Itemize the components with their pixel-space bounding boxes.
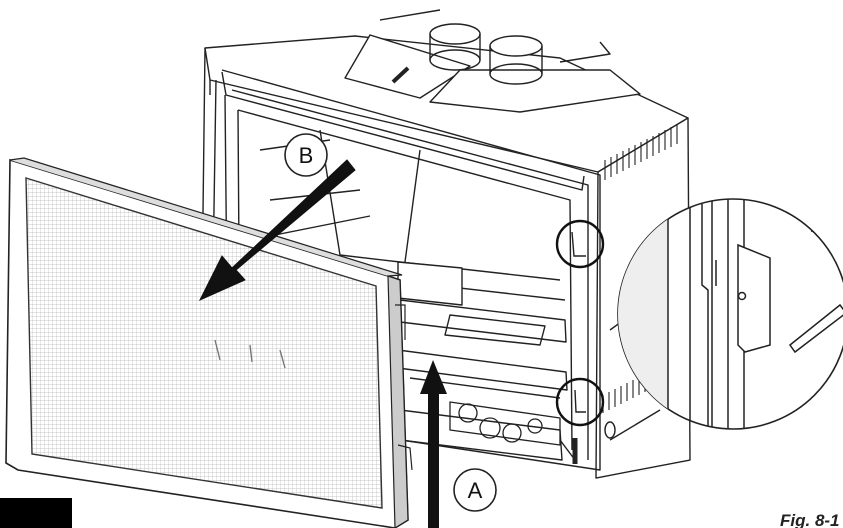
callout-b: B [284, 133, 328, 177]
callout-b-label: B [299, 143, 314, 168]
magnified-detail-icon [617, 198, 843, 430]
circle-highlight-icon [555, 219, 605, 269]
callout-a-label: A [468, 478, 483, 503]
arrow-up-icon [420, 360, 447, 528]
black-tab [0, 498, 72, 528]
circle-highlight-bottom [555, 377, 605, 427]
figure-label: Fig. 8-1 [780, 511, 840, 528]
front-glass-panel [5, 157, 413, 528]
arrow-down-left-icon [198, 159, 356, 302]
callout-a: A [453, 468, 497, 512]
